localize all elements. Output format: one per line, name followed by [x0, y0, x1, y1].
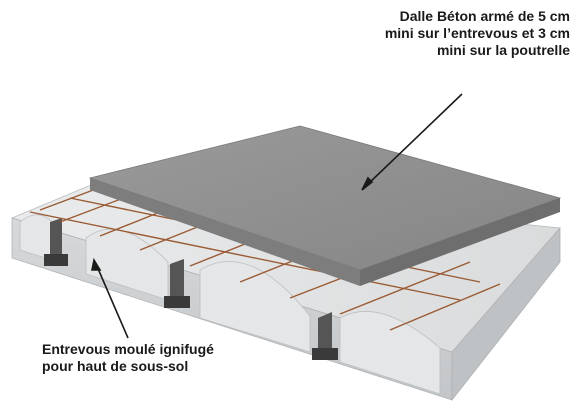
joist-1	[44, 218, 68, 266]
block-label: Entrevous moulé ignifugé pour haut de so…	[42, 341, 214, 375]
joist-2	[164, 259, 190, 308]
slab-label-line-1: Dalle Béton armé de 5 cm	[399, 8, 570, 24]
joist-3	[312, 312, 338, 360]
block-leader-arrow	[91, 257, 129, 339]
slab-label-line-2: mini sur l’entrevous et 3 cm	[384, 25, 570, 41]
joists	[44, 218, 338, 360]
slab-label: Dalle Béton armé de 5 cm mini sur l’entr…	[385, 8, 570, 59]
concrete-slab	[88, 125, 562, 286]
slab-leader-arrow	[361, 93, 463, 191]
block-label-line-1: Entrevous moulé ignifugé	[42, 341, 214, 357]
block-label-line-2: pour haut de sous-sol	[42, 358, 189, 374]
slab-label-line-3: mini sur la poutrelle	[436, 42, 570, 58]
